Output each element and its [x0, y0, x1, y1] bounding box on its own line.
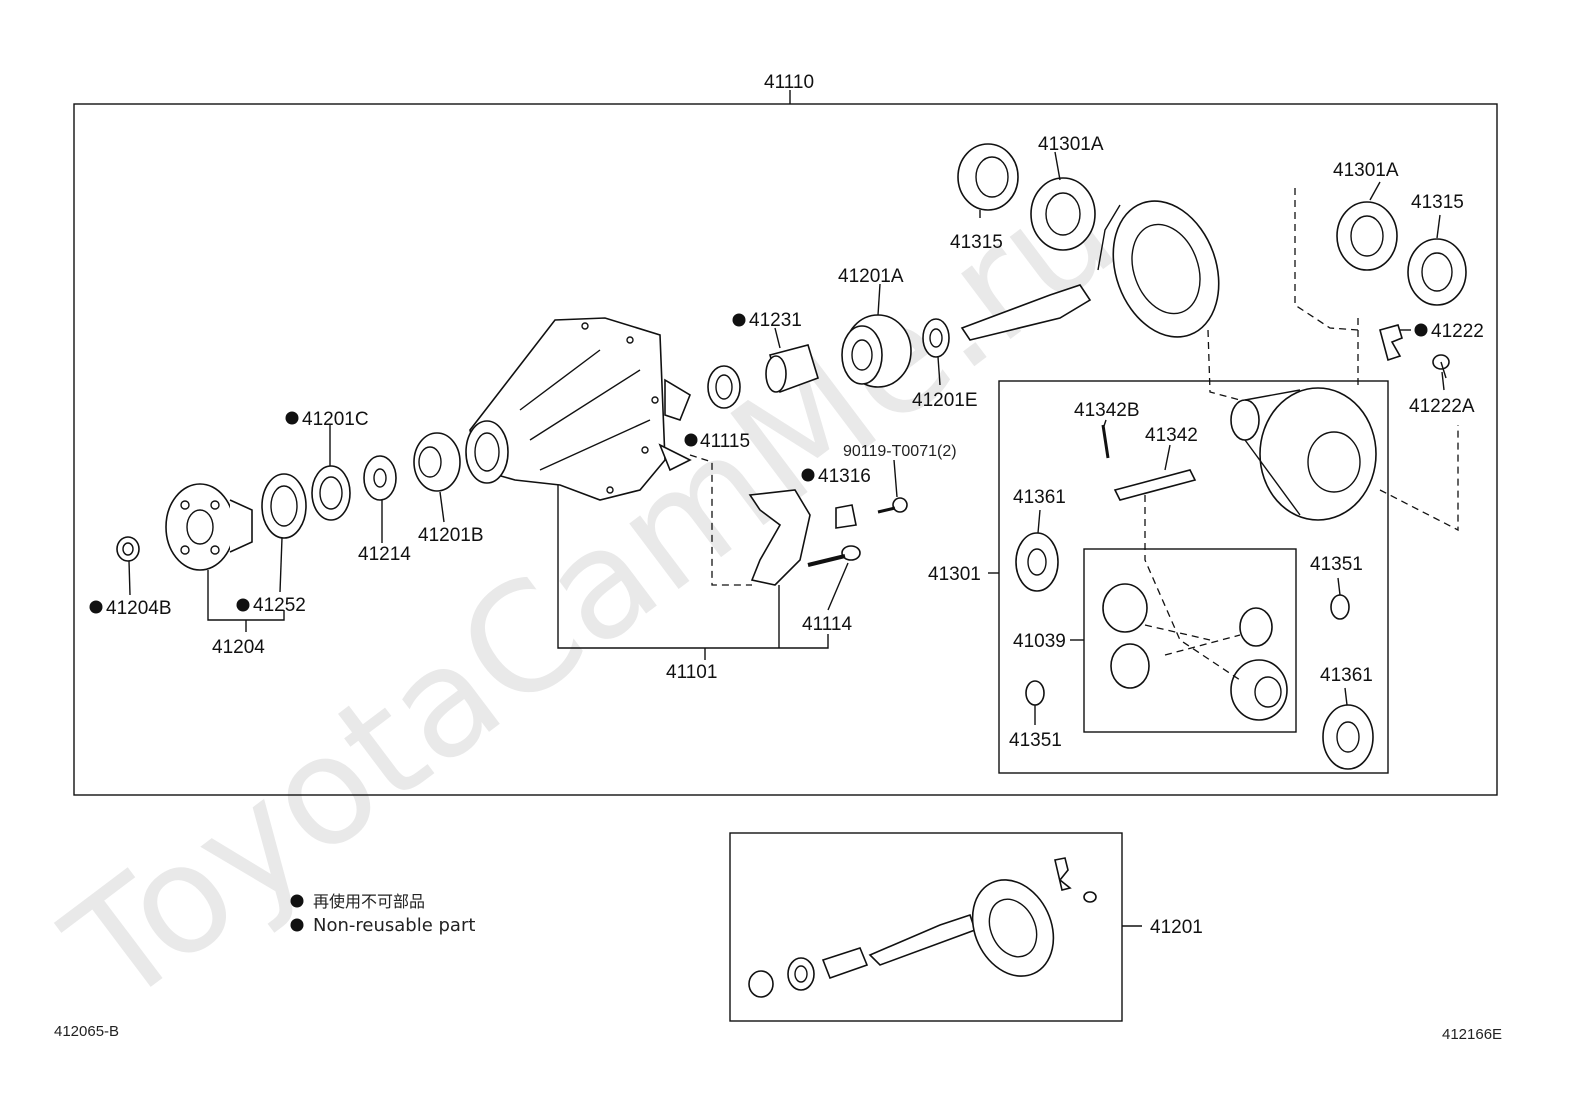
part-labels: 41301A 41315 41201A 41231 41201E 41115 4… — [106, 134, 1484, 938]
pinion-thrust-washer-right — [1330, 594, 1350, 620]
bearing-cap-bolt — [807, 545, 861, 567]
pinion-thrust-washer-left — [1025, 680, 1045, 706]
non-reusable-dot-41222 — [1414, 323, 1428, 337]
differential-case-box — [998, 380, 1389, 774]
label-41252[interactable]: 41252 — [253, 595, 306, 616]
assembly-41110-frame: 41110 — [73, 72, 1498, 796]
label-41039[interactable]: 41039 — [1013, 631, 1066, 652]
bearing-cap — [748, 489, 811, 586]
label-41361-left[interactable]: 41361 — [1013, 487, 1066, 508]
label-41301[interactable]: 41301 — [928, 564, 981, 585]
non-reusable-dot-41201C — [285, 411, 299, 425]
label-41201A[interactable]: 41201A — [838, 266, 904, 287]
legend-text-ja: 再使用不可部品 — [313, 892, 425, 911]
label-41114[interactable]: 41114 — [802, 614, 852, 635]
label-41342B[interactable]: 41342B — [1074, 400, 1140, 421]
companion-flange-nut — [116, 536, 140, 562]
side-gear-thrust-washer-left — [1015, 532, 1059, 592]
adjusting-nut-lock — [1379, 324, 1403, 362]
bearing-spacer — [765, 344, 819, 394]
oil-seal — [311, 465, 351, 521]
label-41201[interactable]: 41201 — [1150, 917, 1203, 938]
legend-dot-1 — [290, 894, 304, 908]
ring-gear-and-pinion — [960, 200, 1220, 341]
side-bearing-cup-top — [957, 143, 1019, 211]
alignment-dashed-lines — [689, 188, 1459, 681]
pinion-shim — [922, 318, 950, 358]
label-41342[interactable]: 41342 — [1145, 425, 1198, 446]
side-bearing-top — [1030, 177, 1096, 251]
label-41361-right[interactable]: 41361 — [1320, 665, 1373, 686]
companion-flange — [165, 483, 253, 571]
label-41351-left[interactable]: 41351 — [1009, 730, 1062, 751]
pinion-shaft — [1113, 469, 1197, 501]
pinion-seal-41115 — [707, 365, 741, 409]
side-gear-thrust-washer-right — [1322, 704, 1374, 770]
label-41351-right[interactable]: 41351 — [1310, 554, 1363, 575]
diagram-code-right: 412166E — [1442, 1026, 1502, 1043]
label-41204B[interactable]: 41204B — [106, 598, 172, 619]
non-reusable-dot-41316 — [801, 468, 815, 482]
label-41222[interactable]: 41222 — [1431, 321, 1484, 342]
label-41101[interactable]: 41101 — [666, 662, 717, 683]
differential-case — [1230, 387, 1377, 521]
side-bearing-right — [1336, 201, 1398, 271]
non-reusable-dot-41204B — [89, 600, 103, 614]
diagram-code-left: 412065-B — [54, 1023, 119, 1040]
differential-carrier-housing — [465, 317, 692, 501]
label-41110[interactable]: 41110 — [764, 72, 814, 93]
ring-pinion-kit-box — [729, 832, 1123, 1022]
label-41301A-right[interactable]: 41301A — [1333, 160, 1399, 181]
non-reusable-dot-41231 — [732, 313, 746, 327]
legend-dot-2 — [290, 918, 304, 932]
label-41231[interactable]: 41231 — [749, 310, 802, 331]
legend: 再使用不可部品 Non-reusable part — [290, 892, 475, 936]
rear-pinion-bearing — [841, 314, 912, 388]
label-41201B[interactable]: 41201B — [418, 525, 484, 546]
label-41201E[interactable]: 41201E — [912, 390, 978, 411]
label-41316[interactable]: 41316 — [818, 466, 871, 487]
non-reusable-dot-41252 — [236, 598, 250, 612]
label-41315-right[interactable]: 41315 — [1411, 192, 1464, 213]
leader-lines — [128, 151, 1445, 927]
label-41201C[interactable]: 41201C — [302, 409, 369, 430]
ring-pinion-kit-illustration — [748, 857, 1097, 998]
label-41315-top[interactable]: 41315 — [950, 232, 1003, 253]
label-90119-T0071[interactable]: 90119-T0071(2) — [843, 443, 957, 460]
dust-deflector — [261, 473, 307, 539]
label-41301A-top[interactable]: 41301A — [1038, 134, 1104, 155]
non-reusable-dot-41115 — [684, 433, 698, 447]
label-41204[interactable]: 41204 — [212, 637, 265, 658]
legend-text-en: Non-reusable part — [313, 915, 475, 936]
label-41115[interactable]: 41115 — [700, 431, 750, 452]
side-bearing-cup-right — [1407, 238, 1467, 306]
front-pinion-bearing — [413, 432, 461, 492]
label-41214[interactable]: 41214 — [358, 544, 411, 565]
label-41222A[interactable]: 41222A — [1409, 396, 1475, 417]
non-reusable-markers — [89, 313, 1428, 614]
differential-gear-set — [1102, 583, 1288, 721]
lock-plate-bolt — [877, 497, 908, 514]
adjusting-nut-lock-plate — [835, 504, 857, 529]
pinion-shaft-pin — [1101, 424, 1110, 459]
lock-bolt — [1432, 354, 1450, 379]
washer — [363, 455, 397, 501]
